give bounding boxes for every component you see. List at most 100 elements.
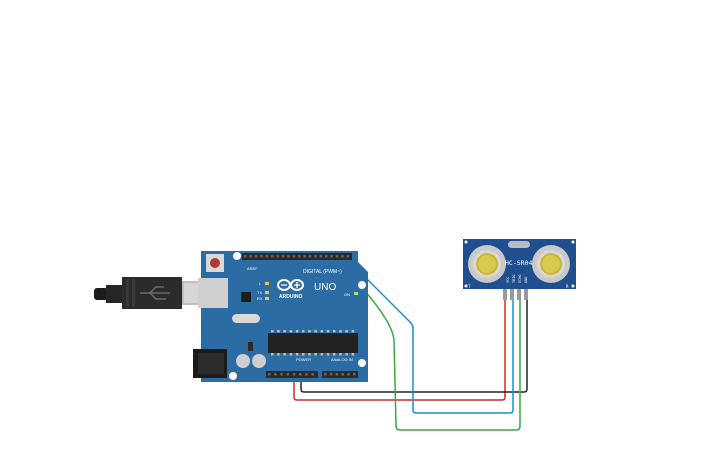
logo-text: ARDUINO xyxy=(279,294,302,300)
header-pin[interactable] xyxy=(346,255,350,258)
header-pin[interactable] xyxy=(325,255,328,258)
header-pin[interactable] xyxy=(281,255,285,258)
capacitor xyxy=(252,354,266,368)
rx-label: RX xyxy=(257,296,263,301)
header-pin[interactable] xyxy=(289,353,293,356)
sensor-mount-hole xyxy=(571,240,575,244)
header-pin[interactable] xyxy=(286,373,290,376)
aref-label: AREF xyxy=(247,266,258,271)
header-pin[interactable] xyxy=(326,330,330,333)
header-pin[interactable] xyxy=(353,373,356,376)
header-pin[interactable] xyxy=(271,353,274,356)
header-pin[interactable] xyxy=(287,255,290,258)
arduino-board[interactable]: DIGITAL (PWM~) AREF L TX RX ON ARDUINO U… xyxy=(193,251,368,382)
header-pin[interactable] xyxy=(271,255,274,258)
analog-header xyxy=(322,371,358,378)
header-pin[interactable] xyxy=(271,330,274,333)
header-pin[interactable] xyxy=(292,373,296,376)
header-pin[interactable] xyxy=(311,373,314,376)
header-pin[interactable] xyxy=(345,330,348,333)
header-pin[interactable] xyxy=(292,255,296,258)
header-pin[interactable] xyxy=(299,373,302,376)
crystal xyxy=(232,314,260,323)
header-pin[interactable] xyxy=(314,255,317,258)
sensor-mount-hole xyxy=(464,240,468,244)
header-pin[interactable] xyxy=(260,255,263,258)
header-pin[interactable] xyxy=(302,353,305,356)
header-pin[interactable] xyxy=(314,353,317,356)
header-pin[interactable] xyxy=(265,255,269,258)
analog-header-label: ANALOG IN xyxy=(331,357,353,362)
tx-label: TX xyxy=(257,290,262,295)
ultrasonic-sensor[interactable]: HC-SR04 T R VCC TRIG ECHO GND xyxy=(463,239,576,300)
mounting-hole xyxy=(358,281,366,289)
header-pin[interactable] xyxy=(268,373,271,376)
header-pin[interactable] xyxy=(277,353,280,356)
header-pin[interactable] xyxy=(345,353,348,356)
header-pin[interactable] xyxy=(341,373,344,376)
pin-gnd[interactable] xyxy=(524,289,528,300)
header-pin[interactable] xyxy=(308,330,311,333)
header-pin[interactable] xyxy=(308,255,312,258)
header-pin[interactable] xyxy=(283,353,286,356)
oscillator xyxy=(508,241,530,248)
trig-wire[interactable] xyxy=(345,257,514,414)
header-pin[interactable] xyxy=(339,330,342,333)
header-pin[interactable] xyxy=(274,373,277,376)
header-pin[interactable] xyxy=(324,373,327,376)
header-pin[interactable] xyxy=(254,255,258,258)
power-header-label: POWER xyxy=(296,357,311,362)
header-pin[interactable] xyxy=(347,373,350,376)
header-pin[interactable] xyxy=(319,255,323,258)
power-header xyxy=(266,371,318,378)
header-pin[interactable] xyxy=(314,330,317,333)
recv-label: R xyxy=(566,284,569,289)
pin-trig[interactable] xyxy=(510,289,514,300)
header-pin[interactable] xyxy=(320,353,324,356)
trans-label: T xyxy=(468,284,471,289)
header-pin[interactable] xyxy=(329,373,333,376)
usb-chip xyxy=(241,292,251,302)
header-pin[interactable] xyxy=(308,353,311,356)
header-pin[interactable] xyxy=(303,255,306,258)
wires xyxy=(293,257,528,431)
header-pin[interactable] xyxy=(351,330,355,333)
header-pin[interactable] xyxy=(249,255,252,258)
header-pin[interactable] xyxy=(330,255,333,258)
pin-vcc[interactable] xyxy=(503,289,507,300)
header-pin[interactable] xyxy=(295,353,299,356)
echo-wire[interactable] xyxy=(339,257,521,431)
header-pin[interactable] xyxy=(341,255,344,258)
digital-header xyxy=(242,253,352,260)
header-pin[interactable] xyxy=(339,353,342,356)
header-pin[interactable] xyxy=(333,353,336,356)
header-pin[interactable] xyxy=(326,353,330,356)
header-pin[interactable] xyxy=(280,373,283,376)
header-pin[interactable] xyxy=(283,330,286,333)
header-pin[interactable] xyxy=(320,330,324,333)
gnd-wire[interactable] xyxy=(300,300,528,393)
atmega-chip xyxy=(268,333,358,353)
header-pin[interactable] xyxy=(295,330,299,333)
header-pin[interactable] xyxy=(302,330,305,333)
header-pin[interactable] xyxy=(351,353,355,356)
sensor-mount-hole xyxy=(571,284,575,288)
header-pin[interactable] xyxy=(244,255,247,258)
header-pin[interactable] xyxy=(335,255,339,258)
header-pin[interactable] xyxy=(298,255,301,258)
board-usb-jack xyxy=(198,278,228,308)
usb-cable-strain xyxy=(106,285,122,303)
chip-pins xyxy=(271,330,355,356)
rx-led xyxy=(265,297,269,300)
pin-echo[interactable] xyxy=(517,289,521,300)
mounting-hole xyxy=(358,359,366,367)
header-pin[interactable] xyxy=(289,330,293,333)
vcc-wire[interactable] xyxy=(293,300,506,401)
reset-button[interactable] xyxy=(210,258,220,268)
header-pin[interactable] xyxy=(277,330,280,333)
header-pin[interactable] xyxy=(305,373,308,376)
header-pin[interactable] xyxy=(335,373,339,376)
header-pin[interactable] xyxy=(276,255,279,258)
header-pin[interactable] xyxy=(333,330,336,333)
